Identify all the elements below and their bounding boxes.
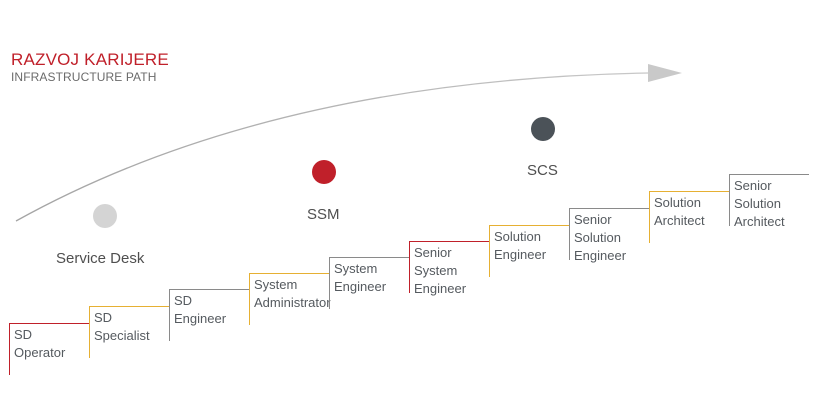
progress-arrowhead-icon	[648, 64, 682, 82]
stage-dot-scs	[531, 117, 555, 141]
diagram-subtitle: INFRASTRUCTURE PATH	[11, 70, 157, 84]
step-line: Senior	[574, 212, 612, 227]
stage-label-service-desk: Service Desk	[56, 250, 145, 267]
step-line: System	[414, 263, 458, 278]
step-line: Solution	[494, 229, 541, 244]
step-line: SD	[174, 293, 193, 308]
step-line: Solution	[654, 195, 701, 210]
diagram-header: RAZVOJ KARIJERE INFRASTRUCTURE PATH	[11, 50, 169, 84]
stage-dot-service-desk	[93, 204, 117, 228]
step-line: Solution	[574, 230, 621, 245]
stage-dot-ssm	[312, 160, 336, 184]
step-sd-engineer: SD Engineer	[169, 289, 249, 341]
step-line: Engineer	[174, 311, 227, 326]
step-line: SD	[14, 327, 33, 342]
step-line: Senior	[734, 178, 772, 193]
step-line: Operator	[14, 345, 66, 360]
step-line: Engineer	[574, 248, 627, 263]
step-line: SD	[94, 310, 113, 325]
step-line: System	[334, 261, 378, 276]
step-line: Solution	[734, 196, 781, 211]
step-solution-architect: Solution Architect	[649, 191, 729, 243]
step-line: Engineer	[334, 279, 387, 294]
stage-label-ssm: SSM	[307, 206, 340, 223]
step-senior-solution-engineer: Senior Solution Engineer	[569, 208, 649, 263]
step-sd-specialist: SD Specialist	[89, 306, 169, 358]
diagram-title: RAZVOJ KARIJERE	[11, 50, 169, 69]
step-line: Architect	[734, 214, 785, 229]
step-line: Engineer	[494, 247, 547, 262]
step-line: Administrator	[254, 295, 331, 310]
step-line: Engineer	[414, 281, 467, 296]
progress-arc-line	[15, 72, 649, 222]
step-system-administrator: System Administrator	[249, 273, 331, 325]
step-senior-system-engineer: Senior System Engineer	[409, 241, 489, 296]
step-line: Architect	[654, 213, 705, 228]
step-solution-engineer: Solution Engineer	[489, 225, 569, 277]
step-sd-operator: SD Operator	[9, 323, 89, 375]
step-line: Specialist	[94, 328, 150, 343]
step-line: System	[254, 277, 298, 292]
stage-label-scs: SCS	[527, 162, 558, 179]
step-senior-solution-architect: Senior Solution Architect	[729, 174, 809, 229]
step-line: Senior	[414, 245, 452, 260]
step-system-engineer: System Engineer	[329, 257, 409, 309]
